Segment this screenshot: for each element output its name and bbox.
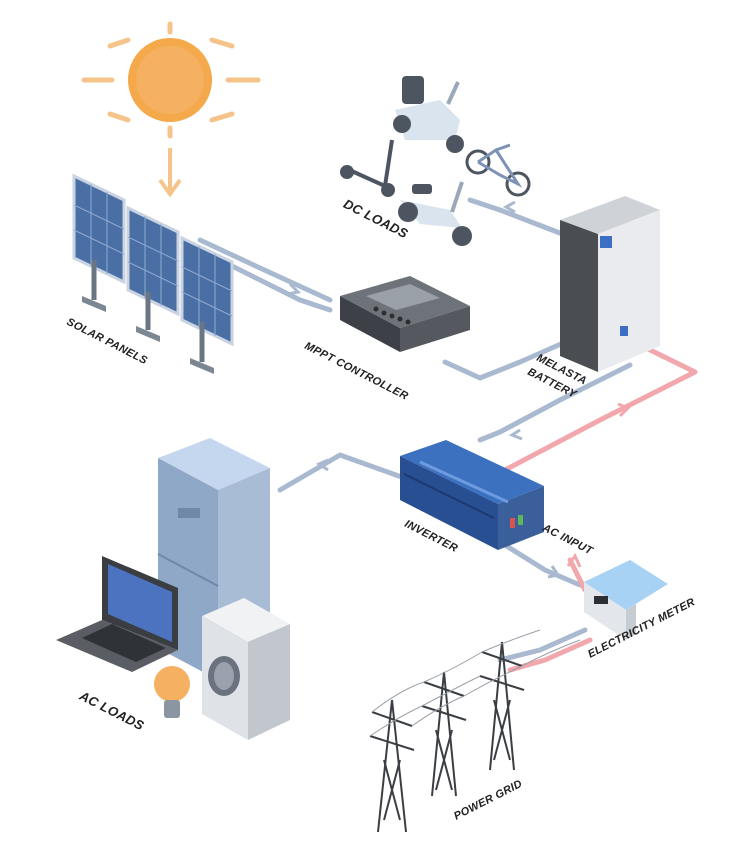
ac-flow-arrows: [566, 402, 631, 568]
battery-icon: [560, 196, 660, 372]
solar-panels-icon: [72, 173, 234, 374]
transmission-tower: [369, 699, 415, 833]
solar-panel: [72, 173, 126, 312]
power-grid-icon: [369, 629, 581, 833]
inverter-icon: [400, 440, 544, 550]
kick-scooter-icon: [340, 139, 395, 197]
electricity-meter-icon: [584, 560, 668, 640]
dc-loads-icon: [340, 76, 531, 246]
solar-panel: [180, 235, 234, 374]
mppt-controller-icon: [340, 276, 470, 352]
transmission-tower: [421, 671, 467, 797]
ac-loads-icon: [56, 438, 290, 740]
bicycle-icon: [465, 143, 531, 197]
laptop-icon: [56, 556, 178, 672]
washing-machine-icon: [202, 598, 290, 740]
dc-flow-arrows: [286, 200, 561, 579]
electric-scooter-icon: [398, 181, 472, 246]
dc-flow-lines: [197, 197, 633, 663]
light-bulb-icon: [154, 666, 190, 718]
sun-icon: [81, 21, 261, 198]
solar-panel: [126, 205, 180, 342]
transmission-tower: [479, 641, 525, 771]
mobility-scooter-icon: [393, 76, 464, 153]
